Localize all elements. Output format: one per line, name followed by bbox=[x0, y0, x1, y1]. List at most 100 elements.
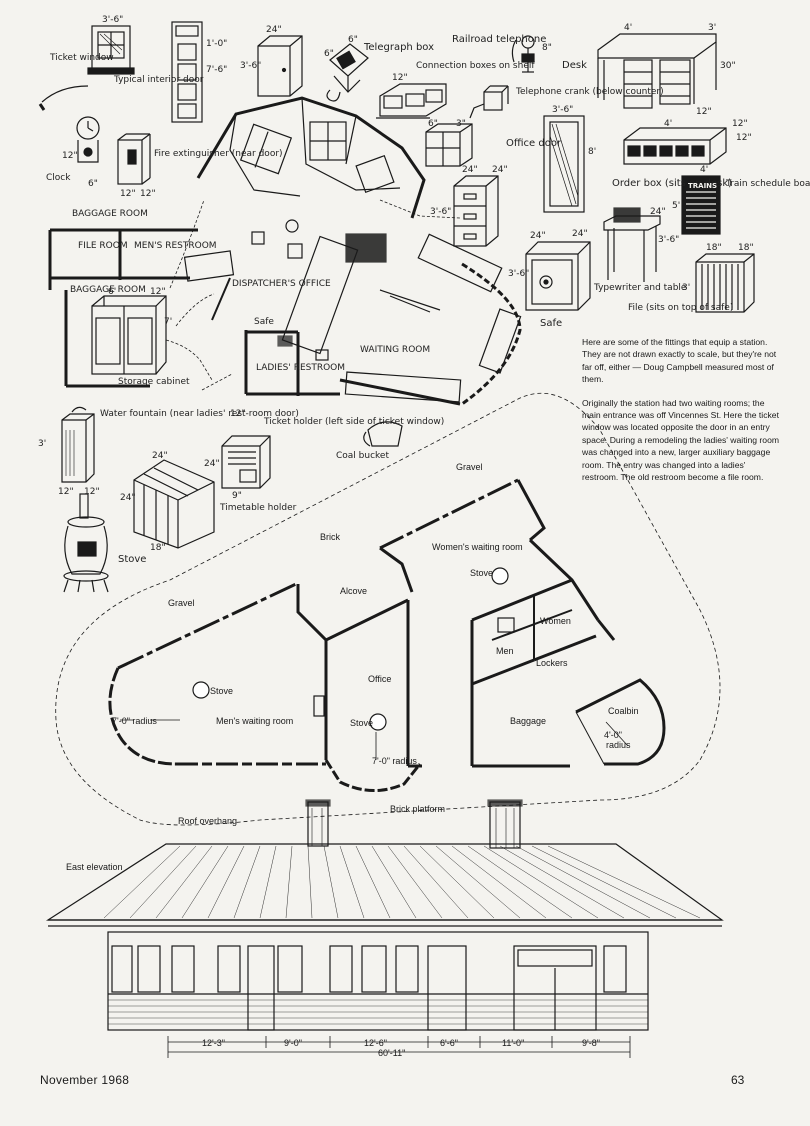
water-fountain-depth: 12" bbox=[84, 487, 100, 497]
plan-brick: Brick bbox=[320, 532, 340, 542]
interior-door-width: 1'-0" bbox=[206, 39, 227, 49]
telephone-crank-drawing bbox=[469, 85, 509, 119]
ticket-holder-height: 24" bbox=[204, 459, 220, 469]
typewriter-drawing bbox=[603, 207, 661, 282]
elevation-dim-2: 9'-0" bbox=[284, 1038, 302, 1048]
page-number: 63 bbox=[731, 1073, 745, 1087]
room-ladies-restroom: LADIES' RESTROOM bbox=[256, 363, 345, 373]
timetable-holder-label: Timetable holder bbox=[219, 503, 297, 513]
order-box-width: 4' bbox=[664, 119, 672, 129]
file-cabinet-drawing bbox=[453, 175, 499, 247]
room-waiting: WAITING ROOM bbox=[360, 345, 430, 355]
telegraph-box-drawing bbox=[326, 43, 369, 102]
room-mens-restroom: MEN'S RESTROOM bbox=[134, 241, 217, 251]
east-elevation-drawing bbox=[45, 799, 724, 1058]
caption-paragraph-1: Here are some of the fittings that equip… bbox=[582, 337, 777, 385]
plan-mens-waiting: Men's waiting room bbox=[216, 716, 293, 726]
plan-radius-men: 7'-0" radius bbox=[112, 716, 157, 726]
train-board-label: Train schedule board (on waiting-room wa… bbox=[725, 179, 810, 189]
railroad-telephone-label: Railroad telephone bbox=[452, 34, 546, 45]
clock-label: Clock bbox=[46, 173, 71, 183]
small-cabinet-drawing bbox=[257, 35, 303, 97]
cubby-dim-a: 6" bbox=[428, 119, 438, 129]
cubby-shelf-drawing bbox=[425, 123, 473, 167]
office-door-drawing bbox=[543, 115, 585, 213]
ticket-holder-drawing bbox=[221, 435, 271, 489]
floor-plan-labels: Gravel Brick Gravel Women's waiting room… bbox=[112, 462, 639, 826]
order-box-label: Order box (sits on desk) bbox=[612, 178, 732, 189]
clock-drawing bbox=[38, 85, 100, 163]
room-safe: Safe bbox=[254, 317, 274, 327]
train-board-title: TRAINS bbox=[688, 182, 717, 190]
connection-boxes-dim: 12" bbox=[392, 73, 408, 83]
small-cabinet-height: 3'-6" bbox=[240, 61, 261, 71]
small-cabinet-width: 24" bbox=[266, 25, 282, 35]
interior-plan-drawing bbox=[48, 96, 522, 406]
elevation-title: East elevation bbox=[66, 862, 123, 872]
typewriter-depth: 24" bbox=[650, 207, 666, 217]
telegraph-dim-top: 6" bbox=[348, 35, 358, 45]
ticket-holder-top: 12" bbox=[230, 409, 246, 419]
plan-radius-coal-word: radius bbox=[606, 740, 631, 750]
safe-height: 3'-6" bbox=[508, 269, 529, 279]
interior-door-drawing bbox=[171, 21, 203, 123]
plan-stove-women: Stove bbox=[470, 568, 493, 578]
plan-office: Office bbox=[368, 674, 391, 684]
interior-plan-labels: BAGGAGE ROOM FILE ROOM MEN'S RESTROOM BA… bbox=[70, 209, 430, 373]
desk-depth: 3' bbox=[708, 23, 716, 33]
safe-drawing bbox=[525, 241, 591, 311]
order-box-dim-b: 12" bbox=[736, 133, 752, 143]
plan-lockers: Lockers bbox=[536, 658, 568, 668]
file-on-safe-height: 3' bbox=[682, 283, 690, 293]
storage-cabinet-width: 6' bbox=[108, 287, 116, 297]
room-baggage-top: BAGGAGE ROOM bbox=[72, 209, 148, 219]
file-cabinet-depth: 24" bbox=[492, 165, 508, 175]
fitting-labels: 3'-6" Ticket window Typical interior doo… bbox=[38, 15, 810, 565]
plan-radius-office: 7'-0" radius bbox=[372, 756, 417, 766]
clock-dim-b: 6" bbox=[88, 179, 98, 189]
desk-dim-small: 12" bbox=[696, 107, 712, 117]
clock-dim-a: 12" bbox=[62, 151, 78, 161]
plan-roof-overhang: Roof overhang bbox=[178, 816, 237, 826]
stove-drawing bbox=[63, 493, 109, 593]
telephone-crank-label: Telephone crank (below counter) bbox=[515, 87, 664, 97]
plan-gravel-top: Gravel bbox=[456, 462, 483, 472]
elevation-dim-3: 12'-6" bbox=[364, 1038, 387, 1048]
connection-boxes-label: Connection boxes on shelf bbox=[416, 61, 535, 71]
safe-width: 24" bbox=[530, 231, 546, 241]
elevation-dim-6: 9'-8" bbox=[582, 1038, 600, 1048]
office-door-width: 3'-6" bbox=[552, 105, 573, 115]
plan-men: Men bbox=[496, 646, 514, 656]
plan-baggage: Baggage bbox=[510, 716, 546, 726]
connection-boxes-drawing bbox=[376, 83, 447, 119]
railroad-telephone-drawing bbox=[511, 35, 535, 73]
plan-alcove: Alcove bbox=[340, 586, 367, 596]
plan-stove-office: Stove bbox=[350, 718, 373, 728]
office-door-height: 8' bbox=[588, 147, 596, 157]
plan-stove-men: Stove bbox=[210, 686, 233, 696]
floor-plan-drawing bbox=[55, 392, 721, 826]
water-fountain-height: 3' bbox=[38, 439, 46, 449]
file-on-safe-width: 18" bbox=[706, 243, 722, 253]
stove-label: Stove bbox=[118, 554, 146, 565]
water-fountain-drawing bbox=[61, 406, 95, 483]
telephone-dim: 8" bbox=[542, 43, 552, 53]
telegraph-dim-side: 6" bbox=[324, 49, 334, 59]
train-board-width: 4' bbox=[700, 165, 708, 175]
order-box-dim-a: 12" bbox=[732, 119, 748, 129]
coal-bucket-drawing bbox=[363, 421, 403, 447]
elevation-total: 60'-11" bbox=[378, 1048, 405, 1058]
room-dispatchers-office: DISPATCHER'S OFFICE bbox=[232, 279, 331, 289]
fire-extinguisher-label: Fire extinguisher (near door) bbox=[154, 149, 283, 159]
elevation-dim-5: 11'-0" bbox=[502, 1038, 524, 1048]
issue-date: November 1968 bbox=[40, 1073, 130, 1087]
plan-radius-coal: 4'-0" bbox=[604, 730, 622, 740]
ticket-window-dim: 3'-6" bbox=[102, 15, 123, 25]
fire-ext-dim-a: 12" bbox=[120, 189, 136, 199]
file-on-safe-depth: 18" bbox=[738, 243, 754, 253]
caption-paragraph-2: Originally the station had two waiting r… bbox=[582, 397, 780, 483]
plan-women: Women bbox=[540, 616, 571, 626]
storage-cabinet-label: Storage cabinet bbox=[118, 377, 190, 387]
storage-cabinet-height: 7' bbox=[164, 317, 172, 327]
